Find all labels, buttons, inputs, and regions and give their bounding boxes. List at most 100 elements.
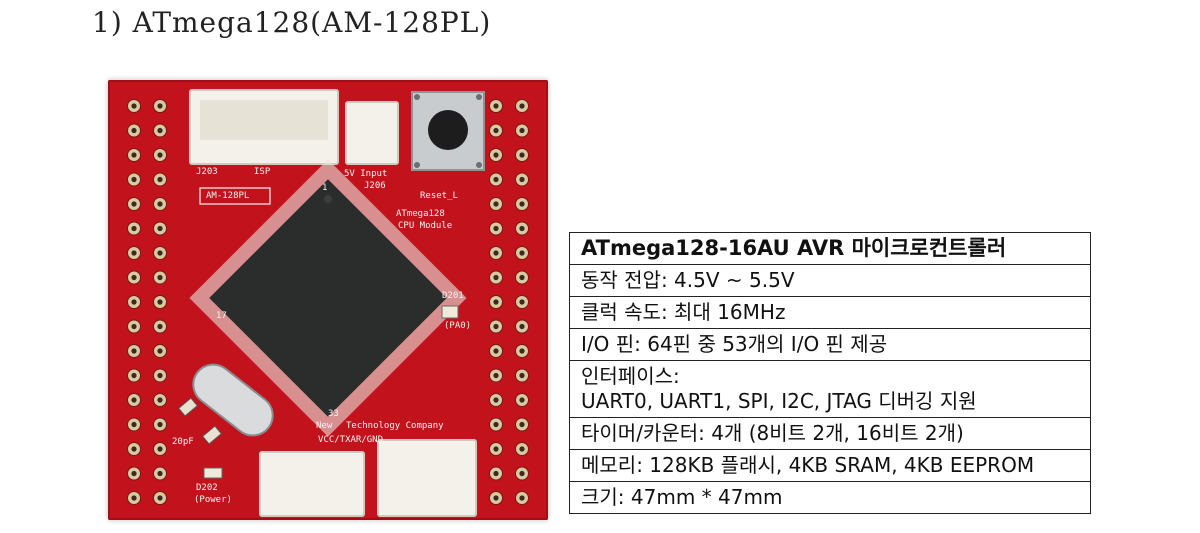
header-pin-hole (519, 176, 525, 183)
header-pin-hole (157, 446, 163, 452)
silk-model: AM-128PL (206, 191, 250, 201)
header-pin-hole (519, 470, 525, 477)
pcb-board-image: J203 ISP 5V Input J206 Reset_L AM-128PL … (108, 80, 548, 520)
header-pin-hole (157, 250, 163, 256)
silk-company-1: New (316, 421, 333, 431)
uart-connector-1 (259, 451, 365, 517)
header-pin-hole (519, 103, 525, 109)
header-pin-hole (131, 201, 137, 207)
table-row: 타이머/카운터: 4개 (8비트 2개, 16비트 2개) (569, 417, 1091, 450)
header-pin-hole (157, 372, 163, 379)
header-pin-hole (157, 348, 163, 354)
header-pin-hole (493, 152, 499, 158)
header-pin-hole (157, 421, 163, 428)
silk-uart: VCC/TXAR/GND (318, 435, 384, 445)
left-pin-headers (127, 99, 167, 505)
header-pin-hole (157, 152, 163, 158)
header-pin-hole (131, 495, 137, 501)
header-pin-hole (157, 103, 163, 109)
header-pin-hole (493, 323, 499, 330)
header-pin-hole (519, 127, 525, 134)
header-pin-hole (519, 299, 525, 305)
header-pin-hole (157, 225, 163, 232)
header-pin-hole (157, 299, 163, 305)
spec-timers: 타이머/카운터: 4개 (8비트 2개, 16비트 2개) (569, 417, 1091, 450)
table-row: I/O 핀: 64핀 중 53개의 I/O 핀 제공 (569, 328, 1091, 361)
header-pin-hole (519, 250, 525, 256)
uart-connector-2 (377, 439, 477, 517)
header-pin-hole (157, 201, 163, 207)
header-pin-hole (493, 225, 499, 232)
header-pin-hole (519, 225, 525, 232)
spec-title: ATmega128-16AU AVR 마이크로컨트롤러 (569, 232, 1091, 265)
header-pin-hole (519, 274, 525, 281)
header-pin-hole (493, 421, 499, 428)
header-pin-hole (131, 421, 137, 428)
spec-interface-label: 인터페이스: (581, 364, 680, 388)
table-row: 크기: 47mm * 47mm (569, 481, 1091, 514)
header-pin-hole (131, 127, 137, 134)
header-pin-hole (519, 201, 525, 207)
spec-interface-list: UART0, UART1, SPI, I2C, JTAG 디버깅 지원 (581, 389, 977, 413)
spec-voltage: 동작 전압: 4.5V ~ 5.5V (569, 264, 1091, 297)
table-row: 인터페이스: UART0, UART1, SPI, I2C, JTAG 디버깅 … (569, 360, 1091, 418)
silk-d201: D201 (442, 291, 464, 301)
silk-d202: D202 (196, 483, 218, 493)
header-pin-hole (519, 348, 525, 354)
header-pin-hole (493, 372, 499, 379)
power-connector (345, 101, 399, 165)
silk-j206: J206 (364, 181, 386, 191)
silk-5v-input: 5V Input (344, 169, 388, 179)
header-pin-hole (131, 348, 137, 354)
header-pin-hole (157, 397, 163, 403)
header-pin-hole (493, 299, 499, 305)
crystal-oscillator (192, 363, 274, 437)
spec-size: 크기: 47mm * 47mm (569, 481, 1091, 514)
header-pin-hole (157, 274, 163, 281)
spec-table: ATmega128-16AU AVR 마이크로컨트롤러 동작 전압: 4.5V … (569, 232, 1091, 514)
header-pin-hole (493, 397, 499, 403)
header-pin-hole (493, 103, 499, 109)
spec-clock: 클럭 속도: 최대 16MHz (569, 296, 1091, 329)
header-pin-hole (519, 152, 525, 158)
header-pin-hole (157, 127, 163, 134)
header-pin-hole (493, 127, 499, 134)
header-pin-hole (131, 299, 137, 305)
header-pin-hole (493, 495, 499, 501)
header-pin-hole (493, 274, 499, 281)
header-pin-hole (131, 176, 137, 183)
header-pin-hole (493, 250, 499, 256)
table-row: 동작 전압: 4.5V ~ 5.5V (569, 264, 1091, 297)
silk-power: (Power) (194, 495, 232, 505)
header-pin-hole (519, 323, 525, 330)
silk-cpu-module: CPU Module (398, 221, 453, 231)
table-row: ATmega128-16AU AVR 마이크로컨트롤러 (569, 232, 1091, 265)
header-pin-hole (493, 176, 499, 183)
header-pin-hole (519, 495, 525, 501)
silk-j203: J203 (196, 167, 218, 177)
header-pin-hole (157, 470, 163, 477)
header-pin-hole (131, 225, 137, 232)
spec-interface: 인터페이스: UART0, UART1, SPI, I2C, JTAG 디버깅 … (569, 360, 1091, 418)
header-pin-hole (157, 176, 163, 183)
header-pin-hole (131, 152, 137, 158)
header-pin-hole (493, 348, 499, 354)
header-pin-hole (131, 470, 137, 477)
silk-pin1: 1 (322, 183, 328, 193)
header-pin-hole (131, 372, 137, 379)
header-pin-hole (157, 495, 163, 501)
silk-cpu-name: ATmega128 (396, 209, 445, 219)
header-pin-hole (131, 446, 137, 452)
silk-pin17: 17 (216, 311, 227, 321)
header-pin-hole (493, 201, 499, 207)
header-pin-hole (519, 372, 525, 379)
header-pin-hole (519, 446, 525, 452)
silk-isp: ISP (254, 167, 271, 177)
spec-io-pins: I/O 핀: 64핀 중 53개의 I/O 핀 제공 (569, 328, 1091, 361)
silk-cap: 20pF (172, 437, 194, 447)
silk-reset: Reset_L (420, 191, 458, 201)
table-row: 클럭 속도: 최대 16MHz (569, 296, 1091, 329)
header-pin-hole (519, 397, 525, 403)
pcb-graphic (127, 89, 529, 517)
table-row: 메모리: 128KB 플래시, 4KB SRAM, 4KB EEPROM (569, 449, 1091, 482)
